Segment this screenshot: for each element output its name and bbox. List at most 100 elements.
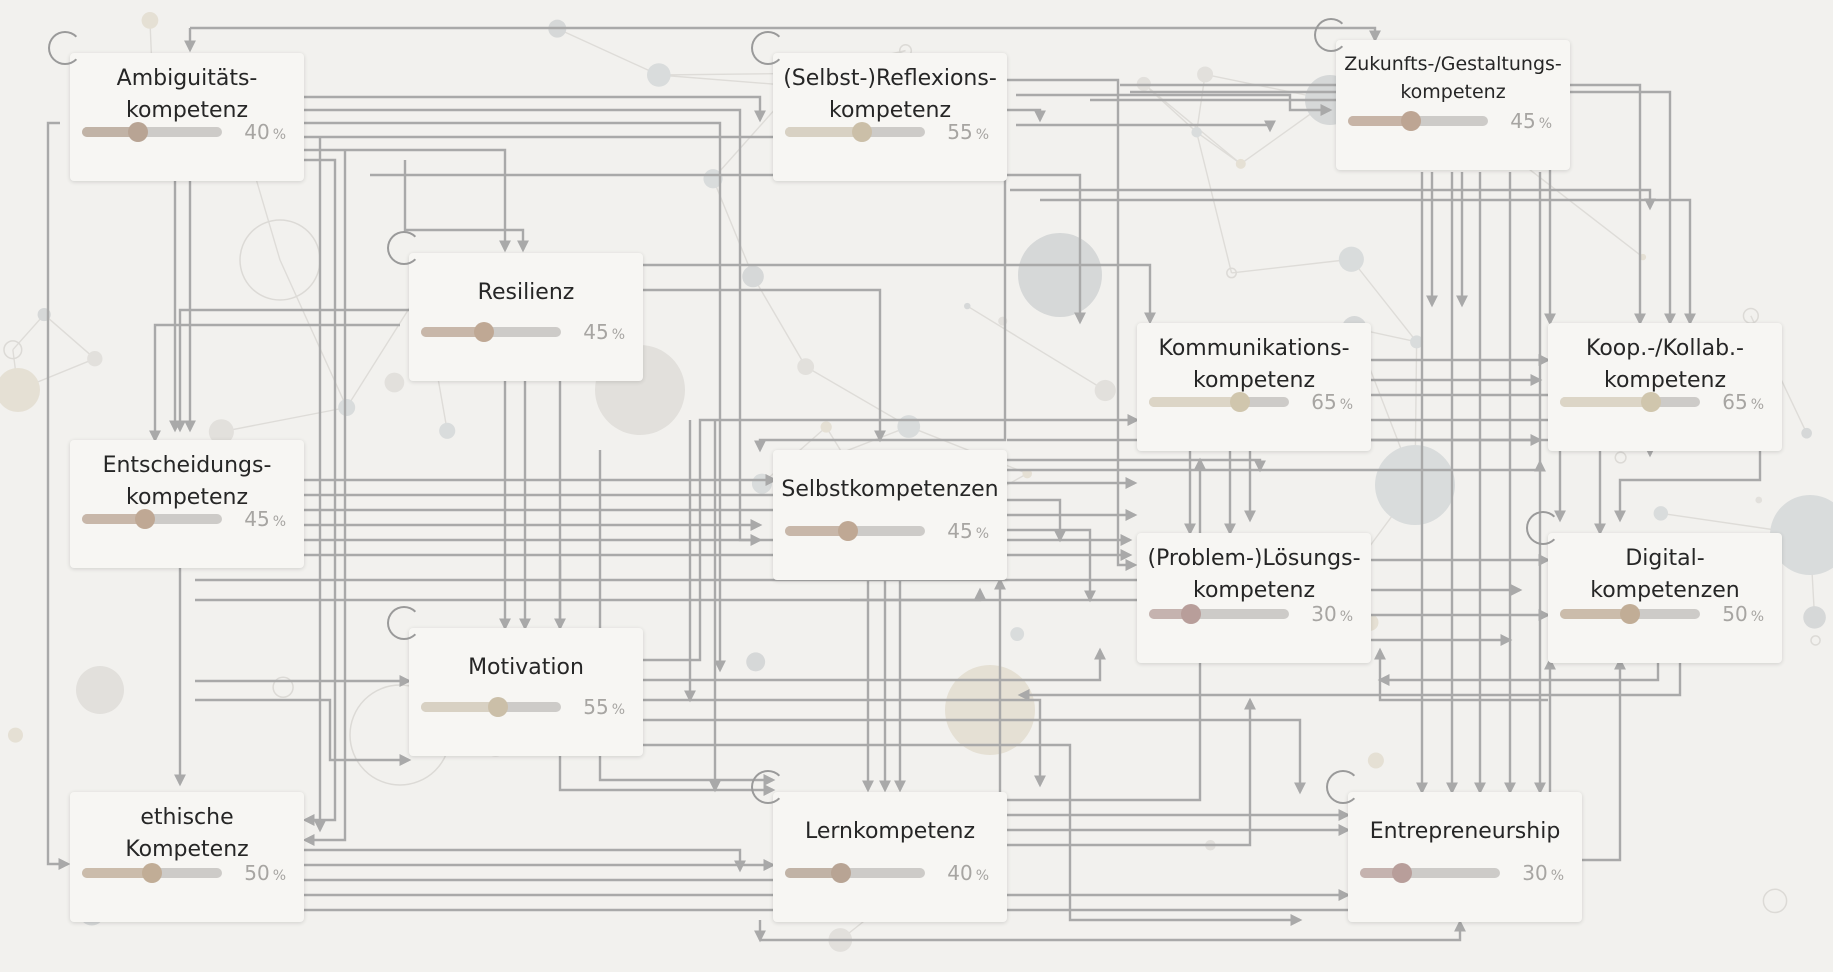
- connection-arrow[interactable]: [643, 288, 886, 443]
- connection-arrow[interactable]: [1010, 188, 1656, 211]
- connection-arrow[interactable]: [1040, 198, 1696, 326]
- value-percent: 30%: [1522, 861, 1564, 885]
- connection-arrow[interactable]: [643, 718, 1306, 795]
- node-resilienz[interactable]: Resilienz 45%: [409, 253, 643, 381]
- value-slider[interactable]: [82, 863, 222, 883]
- connection-arrow[interactable]: [643, 698, 1046, 788]
- connection-arrow[interactable]: [302, 150, 347, 846]
- slider-knob[interactable]: [488, 697, 508, 717]
- connection-arrow[interactable]: [403, 160, 529, 253]
- slider-knob[interactable]: [838, 521, 858, 541]
- connection-arrow[interactable]: [1582, 657, 1626, 862]
- value-slider[interactable]: [1360, 863, 1500, 883]
- connection-arrow[interactable]: [1374, 647, 1548, 702]
- connection-arrow[interactable]: [643, 263, 1156, 325]
- node-title: Resilienz: [477, 280, 575, 305]
- connection-arrow[interactable]: [46, 121, 71, 870]
- connection-arrow[interactable]: [1007, 528, 1096, 603]
- slider-knob[interactable]: [1641, 392, 1661, 412]
- connection-arrow[interactable]: [304, 848, 746, 873]
- slider-knob[interactable]: [831, 863, 851, 883]
- slider-knob[interactable]: [1230, 392, 1250, 412]
- value-slider[interactable]: [82, 122, 222, 142]
- slider-knob[interactable]: [142, 863, 162, 883]
- value-percent: 45%: [583, 320, 625, 344]
- connection-arrow[interactable]: [760, 919, 1466, 942]
- connection-arrow[interactable]: [1184, 438, 1548, 536]
- background-dot: [1762, 888, 1788, 914]
- connection-arrow[interactable]: [643, 647, 1106, 682]
- connection-arrow[interactable]: [295, 148, 511, 253]
- connection-arrow[interactable]: [1120, 83, 1646, 326]
- connection-arrow[interactable]: [295, 95, 766, 123]
- connection-arrow[interactable]: [190, 26, 1381, 43]
- connection-arrow[interactable]: [1016, 93, 1333, 116]
- connection-arrow[interactable]: [149, 323, 400, 443]
- connection-arrow[interactable]: [295, 121, 726, 673]
- value-slider[interactable]: [785, 122, 925, 142]
- value-slider[interactable]: [421, 697, 561, 717]
- connection-arrow[interactable]: [1007, 498, 1066, 543]
- connection-arrow[interactable]: [1007, 697, 1256, 847]
- connection-arrow[interactable]: [1377, 663, 1660, 686]
- background-link: [966, 305, 1106, 392]
- connection-arrow[interactable]: [195, 578, 1256, 643]
- connection-arrow[interactable]: [1614, 451, 1762, 523]
- value-slider[interactable]: [1149, 392, 1289, 412]
- value-slider[interactable]: [1348, 111, 1488, 131]
- background-dot: [964, 302, 971, 310]
- connection-arrow[interactable]: [1007, 108, 1046, 123]
- slider-knob[interactable]: [852, 122, 872, 142]
- slider-knob[interactable]: [128, 122, 148, 142]
- slider-knob[interactable]: [1181, 604, 1201, 624]
- background-dot: [1094, 379, 1116, 402]
- value-slider[interactable]: [785, 521, 925, 541]
- value-number: 50: [244, 861, 270, 885]
- connection-arrow[interactable]: [1007, 78, 1138, 571]
- background-link: [1521, 163, 1644, 258]
- connection-arrow[interactable]: [1007, 459, 1546, 472]
- connection-arrow[interactable]: [643, 743, 1303, 926]
- connection-arrow[interactable]: [754, 145, 1007, 453]
- value-slider[interactable]: [785, 863, 925, 883]
- slider-fill: [82, 127, 138, 137]
- connection-arrow[interactable]: [598, 450, 776, 786]
- value-slider[interactable]: [1560, 392, 1700, 412]
- percent-sign: %: [1550, 868, 1564, 884]
- connection-arrow[interactable]: [1016, 120, 1276, 133]
- background-dot: [3, 340, 23, 360]
- connection-arrow[interactable]: [370, 173, 1086, 325]
- slider-knob[interactable]: [1620, 604, 1640, 624]
- value-slider[interactable]: [1149, 604, 1289, 624]
- connection-arrow[interactable]: [1017, 663, 1682, 701]
- connection-arrow[interactable]: [1130, 90, 1676, 326]
- connection-arrow[interactable]: [174, 308, 409, 433]
- connection-arrow[interactable]: [643, 414, 1140, 662]
- connection-arrow[interactable]: [1007, 458, 1266, 473]
- slider-knob[interactable]: [1392, 863, 1412, 883]
- value-slider[interactable]: [421, 322, 561, 342]
- value-slider[interactable]: [82, 509, 222, 529]
- value-slider[interactable]: [1560, 604, 1700, 624]
- slider-knob[interactable]: [474, 322, 494, 342]
- connection-arrow[interactable]: [295, 135, 806, 151]
- slider-knob[interactable]: [135, 509, 155, 529]
- connection-arrow[interactable]: [195, 698, 412, 766]
- connection-arrow[interactable]: [195, 587, 986, 602]
- slider-knob[interactable]: [1401, 111, 1421, 131]
- value-number: 45: [244, 507, 270, 531]
